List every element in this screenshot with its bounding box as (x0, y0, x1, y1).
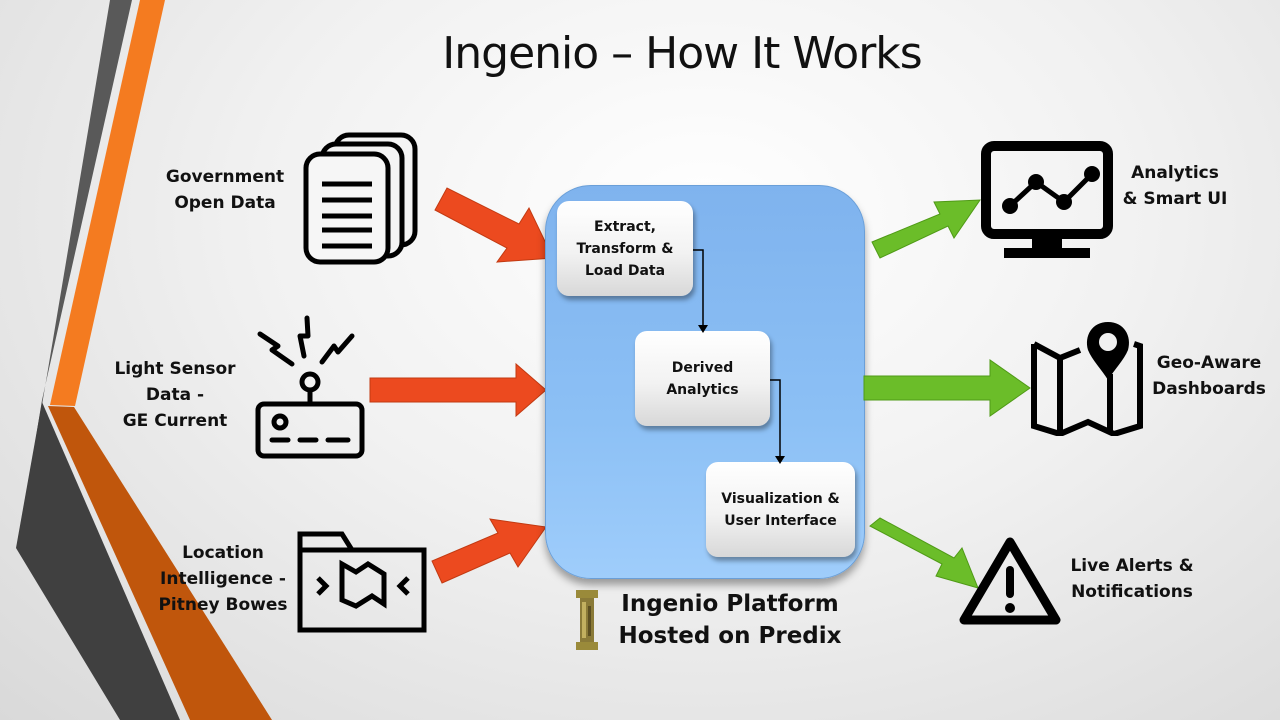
sensor-icon (255, 315, 365, 459)
output-label-alerts: Live Alerts & Notifications (1064, 553, 1200, 605)
label-line: Government (165, 167, 285, 187)
label-line: Light Sensor (114, 359, 236, 379)
label-line: Analytics (1131, 163, 1219, 183)
arrowhead (698, 325, 708, 333)
step-line: User Interface (724, 512, 837, 529)
label-line: Notifications (1071, 582, 1193, 602)
decorative-stripes (16, 0, 272, 720)
label-line: Dashboards (1152, 379, 1266, 399)
step-line: Visualization & (721, 490, 840, 507)
step-line: Transform & (576, 240, 674, 257)
label-line: GE Current (122, 411, 228, 431)
connector-etl-to-analytics (693, 249, 704, 326)
output-arrow-alerts (869, 517, 979, 589)
label-line: Pitney Bowes (158, 595, 288, 615)
label-line: Intelligence - (160, 569, 286, 589)
warning-icon (959, 537, 1061, 625)
input-arrow-location (431, 518, 547, 584)
map-folder-icon (297, 531, 427, 633)
stripe-orange-lower (48, 406, 272, 720)
input-label-location: Location Intelligence - Pitney Bowes (148, 540, 298, 618)
map-pin-icon (1031, 322, 1143, 436)
input-arrow-government (434, 187, 554, 263)
step-derived-analytics: Derived Analytics (635, 331, 770, 426)
output-arrow-geo (863, 359, 1031, 417)
input-label-government: Government Open Data (150, 164, 300, 216)
step-line: Analytics (666, 381, 739, 398)
step-connectors (693, 249, 785, 464)
monitor-chart-icon (981, 141, 1113, 258)
label-line: Geo-Aware (1156, 353, 1262, 373)
step-line: Load Data (584, 262, 666, 279)
step-visualization-ui: Visualization & User Interface (706, 462, 855, 557)
platform-caption: Ingenio Platform Hosted on Predix (600, 588, 860, 652)
label-line: Open Data (174, 193, 276, 213)
input-label-light-sensor: Light Sensor Data - GE Current (100, 356, 250, 434)
caption-line: Ingenio Platform (621, 591, 839, 617)
step-extract-transform-load: Extract, Transform & Load Data (557, 201, 693, 296)
output-label-analytics: Analytics & Smart UI (1110, 160, 1240, 212)
label-line: & Smart UI (1122, 189, 1228, 209)
caption-line: Hosted on Predix (618, 623, 842, 649)
label-line: Location (182, 543, 264, 563)
label-line: Data - (145, 385, 205, 405)
step-line: Derived (671, 359, 734, 376)
documents-icon (303, 132, 418, 265)
page-title: Ingenio – How It Works (442, 28, 922, 79)
predix-tower-icon (576, 590, 598, 650)
stripe-orange (50, 0, 165, 406)
output-arrow-analytics (871, 199, 981, 259)
arrowhead (775, 456, 785, 464)
stripe-gray-lower (16, 402, 180, 720)
output-label-geo: Geo-Aware Dashboards (1146, 350, 1272, 402)
step-line: Extract, (594, 218, 656, 235)
input-arrow-light-sensor (369, 362, 547, 418)
label-line: Live Alerts & (1070, 556, 1194, 576)
connector-analytics-to-visualization (770, 379, 781, 457)
